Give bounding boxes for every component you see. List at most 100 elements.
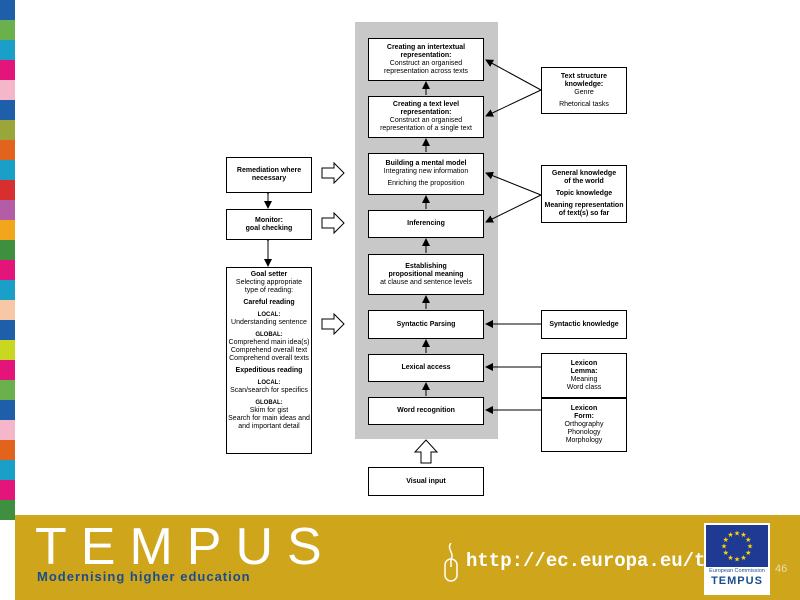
- stripe-segment: [0, 280, 15, 300]
- box-text: Enriching the proposition: [387, 180, 465, 187]
- box-text: Selecting appropriate: [235, 279, 303, 286]
- box-title: Lexicon: [570, 359, 598, 367]
- box-text: Comprehend main idea(s): [228, 339, 310, 346]
- box-text: Scan/search for specifics: [230, 387, 308, 394]
- stripe-segment: [0, 500, 15, 520]
- stripe-segment: [0, 180, 15, 200]
- inferencing-box: Inferencing: [368, 210, 484, 238]
- box-label: LOCAL:: [257, 312, 281, 318]
- box-title: Creating an intertextual: [386, 43, 466, 51]
- eu-commission-label: European Commission: [709, 568, 765, 574]
- box-title: Monitor:: [255, 216, 283, 224]
- box-title: of text(s) so far: [558, 210, 610, 217]
- box-title: propositional meaning: [388, 270, 464, 278]
- stripe-segment: [0, 160, 15, 180]
- box-text: Word class: [566, 383, 602, 391]
- box-title: Topic knowledge: [555, 190, 613, 197]
- star-icon: ★: [734, 530, 740, 538]
- eu-logo: ★★★★★★★★★★★★ European Commission TEMPUS: [704, 523, 770, 595]
- page-number: 46: [775, 563, 788, 575]
- star-icon: ★: [721, 543, 727, 551]
- star-icon: ★: [745, 549, 751, 557]
- box-text: Rhetorical tasks: [559, 100, 609, 108]
- stripe-segment: [0, 480, 15, 500]
- box-label: LOCAL:: [257, 380, 281, 386]
- box-text: Construct an organised: [389, 117, 463, 124]
- star-icon: ★: [727, 531, 733, 539]
- stripe-segment: [0, 20, 15, 40]
- box-text: Comprehend overall texts: [229, 355, 309, 362]
- stripe-segment: [0, 360, 15, 380]
- box-title: Meaning representation: [544, 202, 624, 209]
- stripe-segment: [0, 200, 15, 220]
- lexicon-form-box: Lexicon Form: Orthography Phonology Morp…: [541, 398, 627, 452]
- tempus-url-link[interactable]: http://ec.europa.eu/tempus: [466, 550, 763, 572]
- color-stripe: [0, 0, 15, 520]
- stripe-segment: [0, 260, 15, 280]
- box-text: Search for main ideas and: [228, 415, 310, 422]
- stripe-segment: [0, 440, 15, 460]
- box-text: Understanding sentence: [231, 319, 307, 326]
- box-title: Lemma:: [570, 367, 598, 375]
- remediation-box: Remediation where necessary: [226, 157, 312, 193]
- box-title: Remediation where: [236, 167, 302, 174]
- stripe-segment: [0, 220, 15, 240]
- box-text: Integrating new information: [383, 168, 469, 175]
- box-text: Phonology: [567, 429, 601, 436]
- box-title: Form:: [574, 413, 594, 420]
- box-title: necessary: [251, 175, 287, 182]
- stripe-segment: [0, 120, 15, 140]
- propositional-meaning-box: Establishing propositional meaning at cl…: [368, 254, 484, 295]
- mental-model-box: Building a mental model Integrating new …: [368, 153, 484, 195]
- box-text: and important detail: [238, 423, 300, 430]
- box-title: Goal setter: [250, 271, 288, 278]
- star-icon: ★: [723, 536, 729, 544]
- text-level-representation-box: Creating a text level representation: Co…: [368, 96, 484, 138]
- box-title: representation:: [400, 109, 452, 116]
- stripe-segment: [0, 140, 15, 160]
- box-title: goal checking: [245, 224, 293, 232]
- box-text: representation of a single text: [380, 125, 472, 132]
- word-recognition-box: Word recognition: [368, 397, 484, 425]
- syntactic-parsing-box: Syntactic Parsing: [368, 310, 484, 339]
- intertextual-representation-box: Creating an intertextual representation:…: [368, 38, 484, 81]
- stripe-segment: [0, 300, 15, 320]
- box-text: Morphology: [565, 437, 603, 444]
- stripe-segment: [0, 80, 15, 100]
- box-title: Expeditious reading: [235, 367, 303, 374]
- box-title: Inferencing: [407, 220, 445, 227]
- box-text: Meaning: [570, 375, 598, 383]
- box-title: of the world: [564, 178, 604, 185]
- box-title: Visual input: [406, 477, 446, 485]
- box-text: Comprehend overall text: [230, 347, 308, 354]
- box-title: Lexicon: [570, 405, 598, 412]
- stripe-segment: [0, 460, 15, 480]
- box-title: Syntactic knowledge: [549, 320, 619, 328]
- eu-flag-icon: ★★★★★★★★★★★★: [706, 525, 768, 567]
- box-title: Text structure: [560, 72, 608, 80]
- box-title: Careful reading: [243, 299, 295, 306]
- star-icon: ★: [740, 554, 746, 562]
- stripe-segment: [0, 400, 15, 420]
- box-text: Skim for gist: [249, 407, 289, 414]
- stripe-segment: [0, 320, 15, 340]
- box-title: Word recognition: [397, 407, 455, 414]
- box-title: Building a mental model: [385, 160, 467, 167]
- box-title: Lexical access: [401, 364, 451, 371]
- stripe-segment: [0, 420, 15, 440]
- box-text: representation across texts: [383, 67, 469, 75]
- box-text: Orthography: [564, 421, 604, 428]
- star-icon: ★: [734, 556, 740, 564]
- tempus-logo: TEMPUS: [35, 518, 336, 576]
- box-title: Establishing: [405, 262, 447, 270]
- box-text: Construct an organised: [389, 59, 463, 67]
- star-icon: ★: [740, 531, 746, 539]
- box-title: Creating a text level: [392, 101, 460, 108]
- star-icon: ★: [723, 549, 729, 557]
- visual-input-box: Visual input: [368, 467, 484, 496]
- stripe-segment: [0, 40, 15, 60]
- footer-banner: TEMPUS Modernising higher education http…: [15, 515, 800, 600]
- lexical-access-box: Lexical access: [368, 354, 484, 382]
- stripe-segment: [0, 380, 15, 400]
